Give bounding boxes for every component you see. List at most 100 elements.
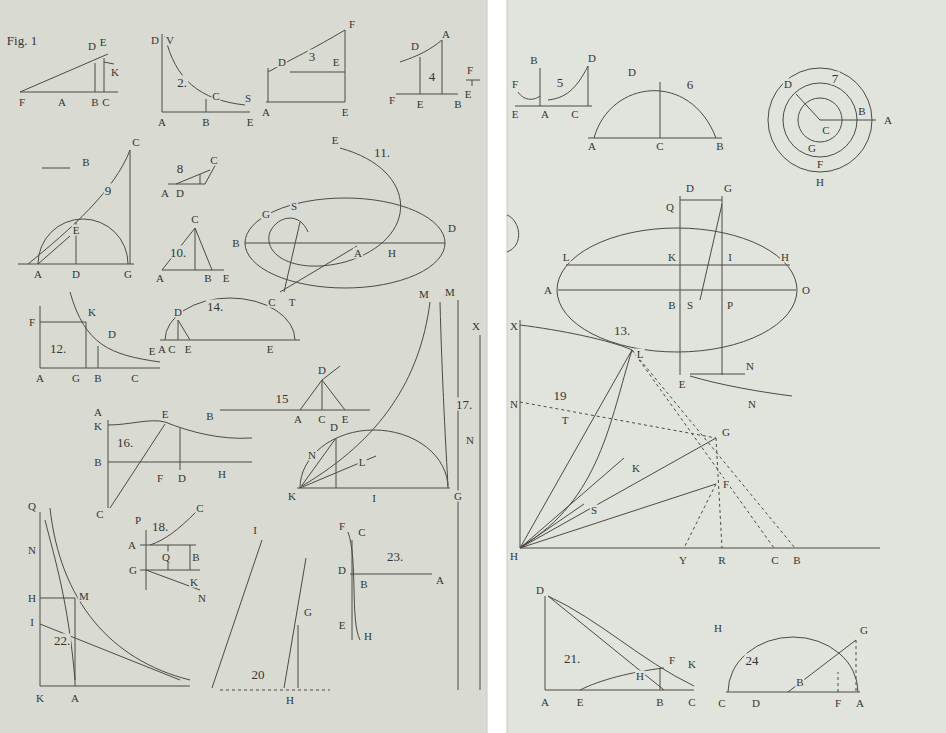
- point-label: A: [261, 107, 271, 118]
- point-label: C: [687, 697, 696, 708]
- point-label: H: [635, 671, 645, 682]
- figure-number: 19: [553, 389, 568, 402]
- point-label: G: [453, 491, 463, 502]
- point-label: A: [160, 188, 170, 199]
- figure-number: 18.: [151, 520, 169, 533]
- point-label: A: [435, 575, 445, 586]
- point-label: H: [509, 551, 519, 562]
- point-label: F: [722, 479, 730, 490]
- point-label: C: [131, 137, 140, 148]
- point-label: B: [792, 555, 801, 566]
- figure-line: [297, 302, 450, 488]
- figure-number: 5: [556, 76, 565, 89]
- point-label: K: [87, 307, 97, 318]
- figure-line: [838, 640, 856, 692]
- point-label: F: [338, 521, 346, 532]
- point-label: A: [441, 29, 451, 40]
- point-label: H: [217, 469, 227, 480]
- point-label: D: [277, 57, 287, 68]
- point-label: E: [511, 109, 520, 120]
- point-label: I: [371, 493, 377, 504]
- figure-number: 21.: [563, 652, 581, 665]
- point-label: D: [587, 53, 597, 64]
- point-label: E: [161, 409, 170, 420]
- figure-line: [520, 350, 795, 548]
- point-label: E: [184, 344, 193, 355]
- point-label: E: [266, 344, 275, 355]
- figure-number: 3: [308, 50, 317, 63]
- point-label: A: [70, 693, 80, 704]
- point-label: I: [727, 252, 733, 263]
- point-label: K: [110, 67, 120, 78]
- left-page: [0, 0, 487, 733]
- point-label: A: [855, 698, 865, 709]
- point-label: A: [127, 540, 137, 551]
- point-label: F: [466, 65, 474, 76]
- point-label: C: [195, 503, 204, 514]
- point-label: C: [317, 414, 326, 425]
- point-label: C: [821, 125, 830, 136]
- figure-number: 15: [275, 392, 290, 405]
- point-label: V: [165, 35, 175, 46]
- point-label: G: [128, 565, 138, 576]
- point-label: K: [287, 491, 297, 502]
- point-label: B: [795, 677, 804, 688]
- point-label: F: [18, 97, 26, 108]
- point-label: F: [348, 19, 356, 30]
- point-label: C: [211, 91, 220, 102]
- point-label: F: [511, 79, 519, 90]
- figure-line: [507, 196, 796, 396]
- point-label: E: [148, 346, 157, 357]
- point-label: H: [285, 695, 295, 706]
- point-label: H: [363, 631, 373, 642]
- point-label: D: [150, 35, 160, 46]
- point-label: X: [471, 321, 481, 332]
- point-label: D: [447, 223, 457, 234]
- point-label: Y: [678, 555, 688, 566]
- point-label: P: [134, 515, 142, 526]
- figure-number: 13.: [613, 324, 631, 337]
- figure-line: [588, 82, 722, 138]
- point-label: E: [338, 620, 347, 631]
- figure-number: 24: [745, 654, 760, 667]
- figure-number: 6: [686, 78, 695, 91]
- point-label: B: [81, 157, 90, 168]
- point-label: N: [747, 399, 757, 410]
- figure-number: 9: [104, 184, 113, 197]
- figure-line: [162, 34, 250, 112]
- point-label: G: [859, 625, 869, 636]
- point-label: B: [201, 117, 210, 128]
- figure-number: 12.: [49, 342, 67, 355]
- point-label: B: [529, 55, 538, 66]
- point-label: B: [655, 697, 664, 708]
- point-label: G: [303, 607, 313, 618]
- point-label: A: [540, 109, 550, 120]
- point-label: A: [157, 117, 167, 128]
- figure-line: [396, 40, 480, 94]
- figure-line: [162, 228, 224, 270]
- point-label: G: [71, 373, 81, 384]
- point-label: G: [721, 427, 731, 438]
- figure-line: [520, 320, 880, 548]
- point-label: P: [726, 300, 734, 311]
- point-label: B: [715, 141, 724, 152]
- point-label: E: [576, 697, 585, 708]
- point-label: D: [107, 329, 117, 340]
- point-label: E: [332, 57, 341, 68]
- point-label: E: [331, 135, 340, 146]
- point-label: F: [834, 698, 842, 709]
- point-label: E: [464, 89, 473, 100]
- page-edge: [507, 0, 508, 733]
- point-label: D: [175, 188, 185, 199]
- point-label: H: [27, 593, 37, 604]
- point-label: D: [337, 565, 347, 576]
- point-label: S: [590, 505, 598, 516]
- point-label: F: [668, 655, 676, 666]
- point-label: C: [209, 155, 218, 166]
- point-label: N: [465, 435, 475, 446]
- point-label: E: [99, 37, 108, 48]
- point-label: G: [261, 209, 271, 220]
- point-label: E: [678, 379, 687, 390]
- point-label: A: [33, 269, 43, 280]
- point-label: D: [627, 67, 637, 78]
